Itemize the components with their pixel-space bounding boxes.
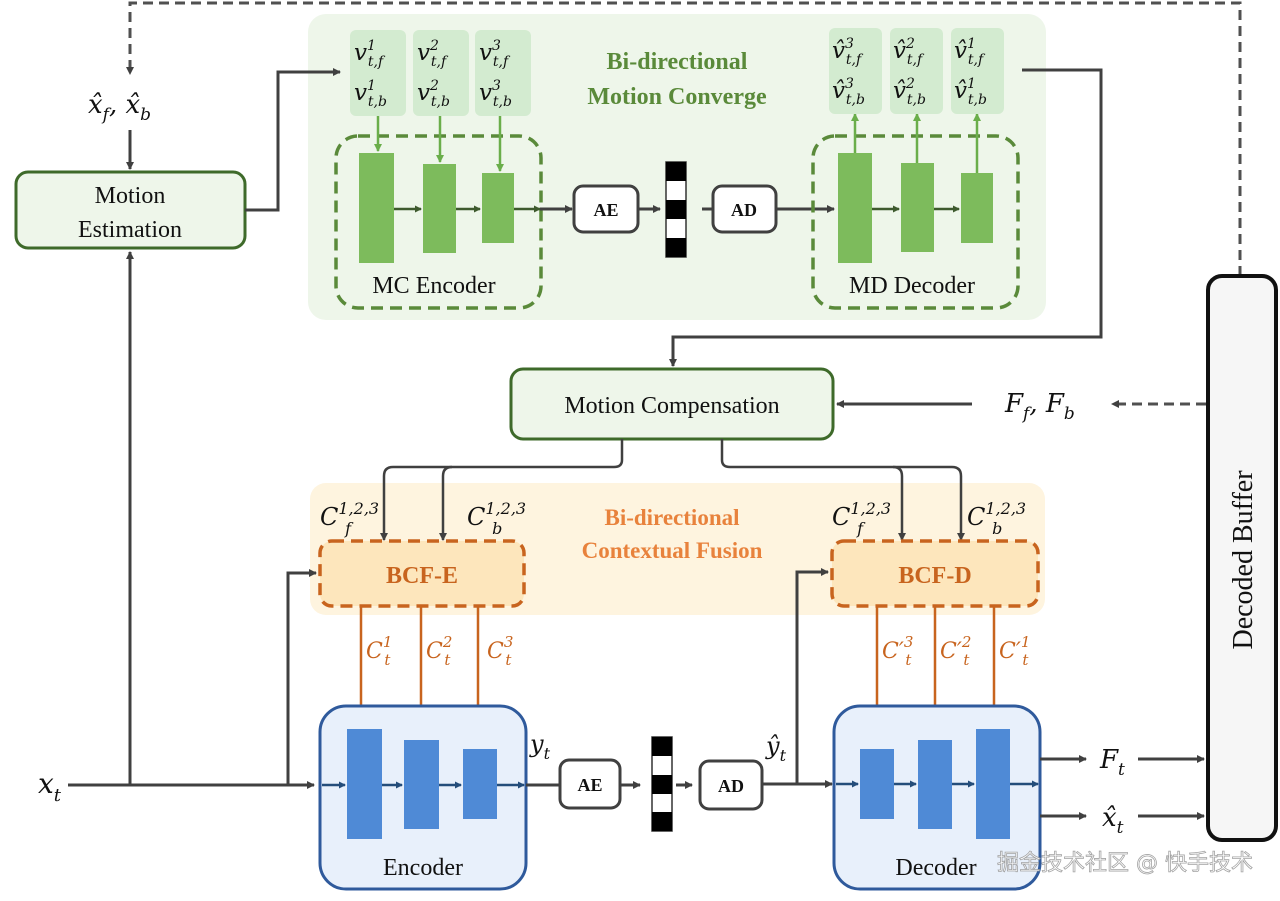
decoded-buffer: Decoded Buffer (1206, 274, 1278, 842)
svg-text:v̂2t,b: v̂2t,b (893, 76, 926, 108)
md-decoder-layer-2 (901, 163, 934, 252)
decoded-buffer-label: Decoded Buffer (1228, 470, 1259, 650)
contextual-decoder: Decoder (832, 704, 1042, 891)
current-frame-label: xt (38, 767, 62, 806)
output-feature-label: Ft (1099, 745, 1125, 780)
bmc-latent-bitstream (665, 161, 687, 258)
mc-encoder-layer-3 (482, 173, 514, 243)
svg-text:C′2t: C′2t (940, 633, 971, 669)
latent-hat-label: ŷt (765, 732, 787, 765)
mc-encoder-layer-2 (423, 164, 456, 253)
svg-text:v2t,b: v2t,b (417, 78, 450, 110)
motion-compensation-block: Motion Compensation (509, 367, 835, 441)
bcf-e-label: BCF-E (386, 563, 458, 589)
svg-text:x̂f, x̂b: x̂f, x̂b (88, 90, 151, 125)
arithmetic-decoder: AD (698, 759, 764, 811)
svg-text:C′3t: C′3t (882, 633, 913, 669)
mc-encoder-label: MC Encoder (372, 273, 495, 299)
encoder-layer-1 (347, 729, 382, 839)
contextual-encoder: Encoder (318, 704, 528, 891)
decoder-layer-2 (918, 740, 952, 829)
ad-label: AD (718, 776, 744, 796)
md-decoder-layer-1 (838, 153, 872, 263)
svg-text:x̂t: x̂t (1102, 803, 1124, 838)
bmc-ae-label: AE (593, 200, 618, 220)
bmc-ad-label: AD (731, 200, 757, 220)
svg-text:v̂3t,b: v̂3t,b (832, 76, 865, 108)
bcf-title-2: Contextual Fusion (582, 538, 763, 563)
motion-estimation-label-1: Motion (95, 183, 166, 209)
svg-text:C1t: C1t (366, 633, 392, 669)
bcf-d-label: BCF-D (898, 563, 971, 589)
encoder-label: Encoder (383, 855, 463, 881)
arithmetic-encoder: AE (558, 758, 622, 810)
bmc-title-2: Motion Converge (587, 84, 767, 110)
md-decoder-layer-3 (961, 173, 993, 243)
mc-encoder: MC Encoder (334, 116, 543, 310)
watermark: 掘金技术社区 @ 快手技术 (997, 851, 1253, 876)
bmc-arithmetic-encoder: AE (572, 184, 640, 234)
motion-estimation-block: Motion Estimation (14, 170, 247, 250)
bcf-title-1: Bi-directional (604, 505, 739, 530)
decoder-layer-1 (860, 749, 894, 819)
mc-encoder-layer-1 (359, 153, 394, 263)
svg-text:Ff, Fb: Ff, Fb (1004, 389, 1075, 424)
ref-frame-feedback-path (126, 1, 1242, 276)
bcf-e-block: BCF-E (318, 539, 526, 608)
latent-label: yt (529, 730, 551, 763)
ae-label: AE (577, 775, 602, 795)
encoder-layer-2 (404, 740, 439, 829)
svg-text:ŷt: ŷt (765, 732, 787, 765)
bmc-arithmetic-decoder: AD (711, 184, 778, 234)
svg-text:C2t: C2t (426, 633, 452, 669)
svg-text:xt: xt (38, 767, 62, 806)
svg-text:Ft: Ft (1099, 745, 1125, 780)
md-decoder-label: MD Decoder (849, 273, 975, 299)
md-decoder: MD Decoder (811, 113, 1020, 310)
svg-text:v1t,b: v1t,b (354, 78, 387, 110)
decoder-layer-3 (976, 729, 1010, 839)
svg-text:yt: yt (529, 730, 551, 763)
ref-frames-label: x̂f, x̂b (88, 90, 151, 125)
svg-text:C3t: C3t (487, 633, 513, 669)
motion-compensation-label: Motion Compensation (564, 393, 779, 419)
ref-features-label: Ff, Fb (1004, 389, 1075, 424)
svg-text:v̂3t,f: v̂3t,f (832, 36, 864, 68)
output-frame-label: x̂t (1102, 803, 1124, 838)
encoder-layer-3 (463, 749, 497, 819)
motion-estimation-label-2: Estimation (78, 217, 182, 243)
svg-text:v̂2t,f: v̂2t,f (893, 36, 925, 68)
svg-text:C′1t: C′1t (999, 633, 1030, 669)
decoder-label: Decoder (895, 855, 976, 881)
latent-bitstream (651, 736, 673, 832)
bcf-d-block: BCF-D (830, 539, 1040, 608)
bmc-title-1: Bi-directional (607, 49, 748, 75)
